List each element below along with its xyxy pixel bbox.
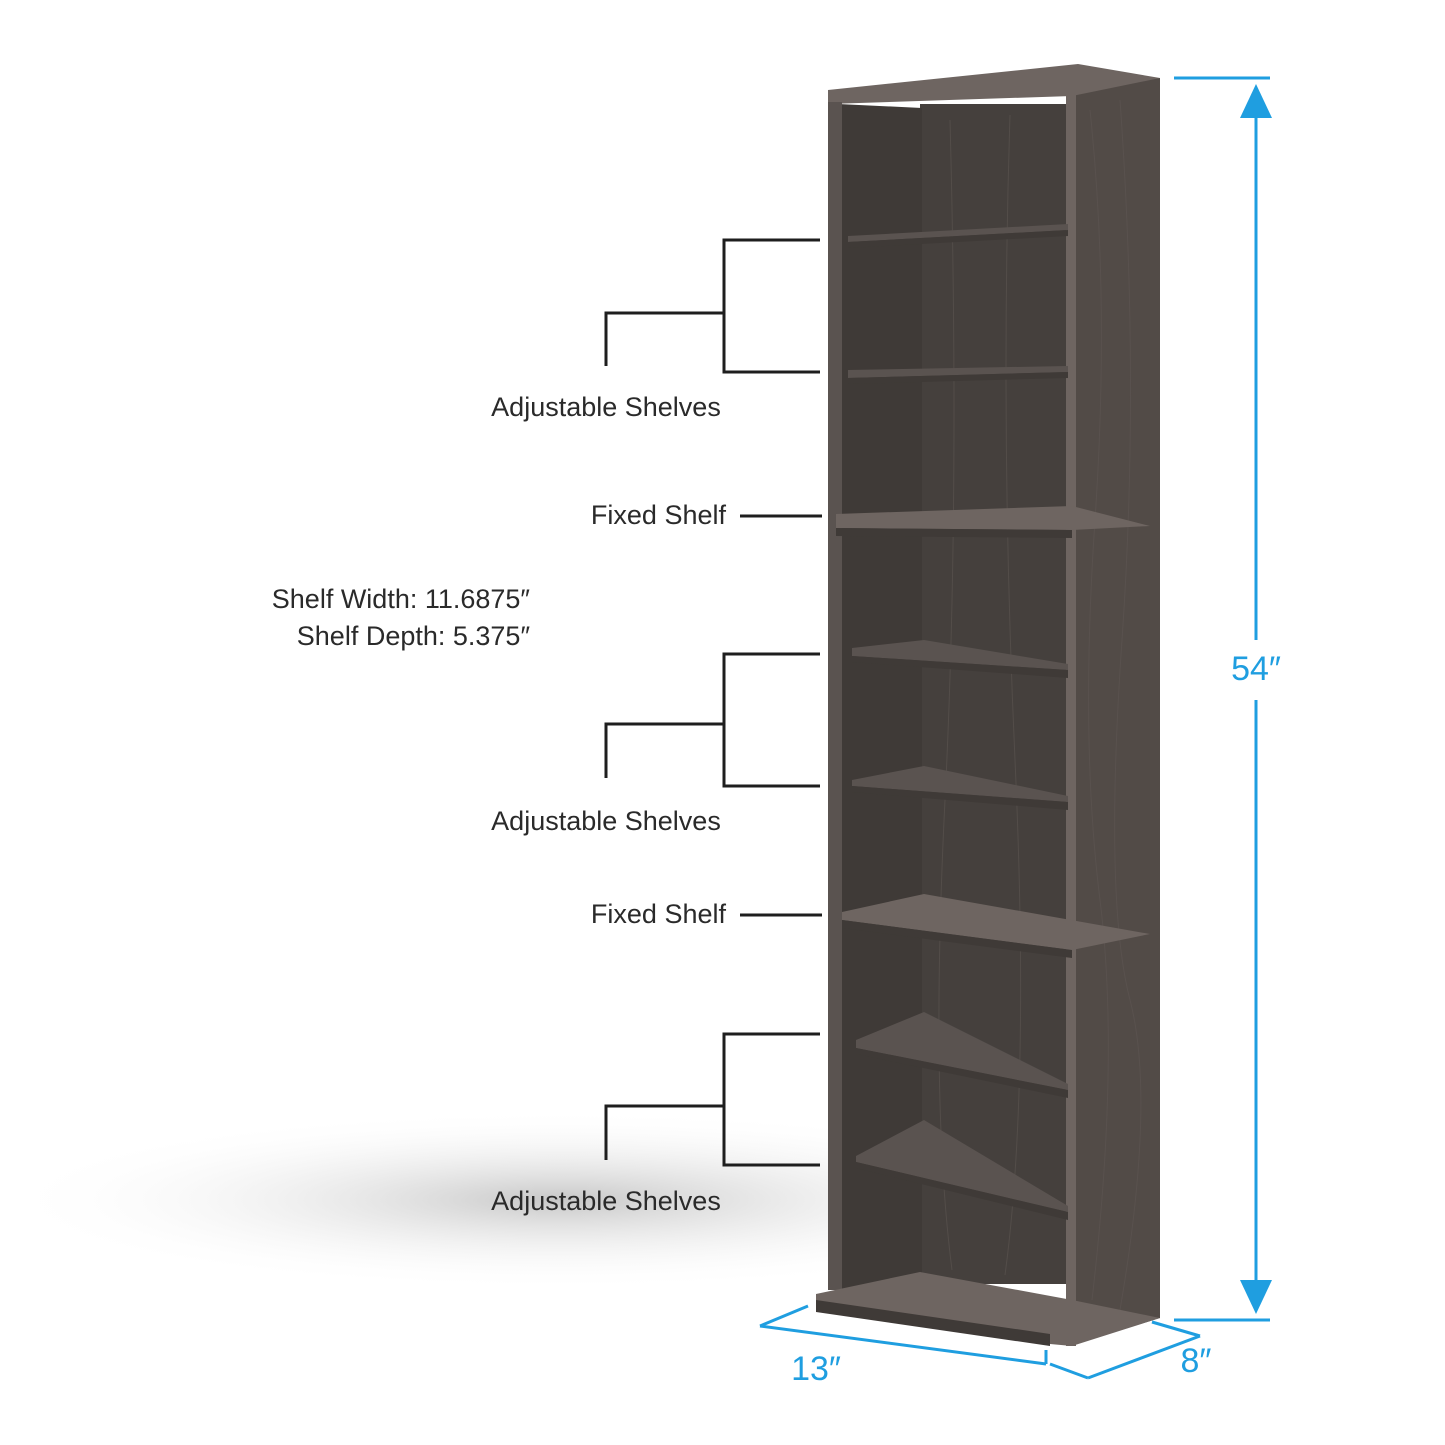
left-inner-panel [838,104,922,1290]
label-adjustable-shelves-middle: Adjustable Shelves [491,806,721,836]
base-panel [816,1272,1160,1346]
arrow-down-icon [1240,1280,1272,1314]
label-adjustable-shelves-top: Adjustable Shelves [491,392,721,422]
dimension-width [759,1304,1048,1366]
shelf-adjustable-5 [856,1012,1068,1098]
wood-grain [1114,99,1142,1311]
right-front-edge [1066,94,1076,1346]
top-panel [828,64,1160,104]
label-shelf-depth: Shelf Depth: 5.375″ [297,621,531,651]
shelf-fixed-2 [842,894,1150,958]
wood-grain [1088,109,1109,1301]
wood-grain [1004,114,1022,1276]
shelf-adjustable-4 [852,766,1068,810]
arrow-up-icon [1240,84,1272,118]
dimension-height [1174,76,1272,1322]
dimension-height-label: 54″ [1231,650,1281,688]
shelf-adjustable-2 [848,366,1068,384]
label-fixed-shelf-bottom: Fixed Shelf [591,899,727,929]
shelf-adjustable-3 [852,640,1068,678]
label-fixed-shelf-top: Fixed Shelf [591,500,727,530]
shelf-adjustable-1 [848,224,1068,248]
right-side-panel [1072,78,1160,1345]
callout-lines [604,238,822,1167]
shelf-fixed-1 [836,506,1150,538]
left-front-edge [828,102,842,1290]
shelf-adjustable-6 [856,1120,1068,1220]
dimension-width-label: 13″ [791,1350,841,1388]
back-panel [920,104,1072,1284]
dimension-depth-label: 8″ [1181,1342,1212,1380]
base-front [816,1300,1050,1346]
label-shelf-width: Shelf Width: 11.6875″ [272,584,531,614]
dimension-depth [1049,1320,1201,1380]
media-tower [816,64,1160,1346]
label-adjustable-shelves-bottom: Adjustable Shelves [491,1186,721,1216]
